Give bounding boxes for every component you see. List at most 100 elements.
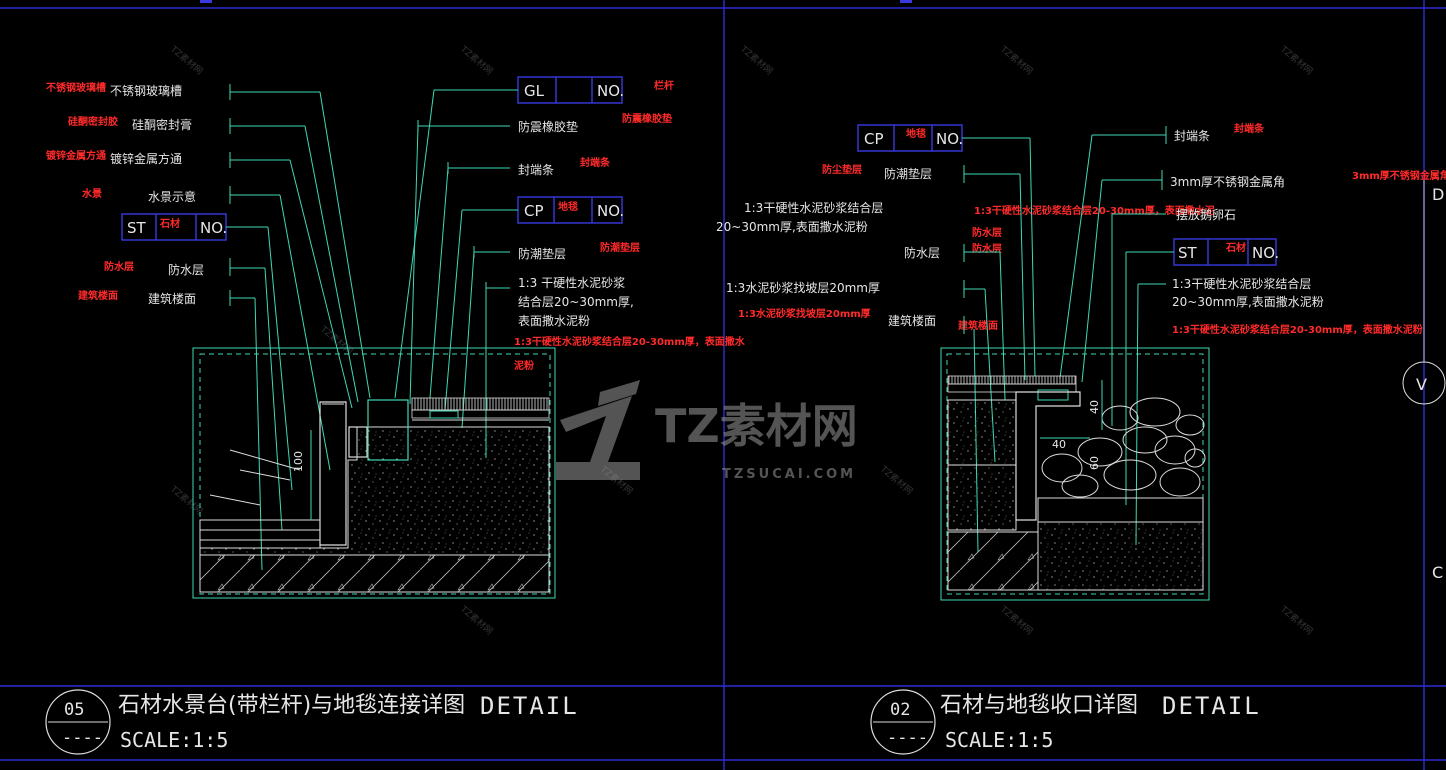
dimension-40-vertical: 40 [1088, 400, 1101, 414]
svg-text:地毯: 地毯 [906, 127, 926, 140]
detail-number: 02 [890, 700, 910, 720]
svg-text:TZ素材网: TZ素材网 [737, 42, 775, 77]
detail-title: 石材水景台(带栏杆)与地毯连接详图 [118, 693, 465, 718]
right-labels-right-detail: 封端条 封端条 3mm厚不锈钢金属角 3mm厚不锈钢金属角 摆放鹅卵石 ST 石… [1059, 122, 1446, 546]
svg-text:ST: ST [1178, 244, 1198, 262]
svg-text:石材: 石材 [1225, 241, 1246, 254]
pebbles [1041, 397, 1206, 498]
svg-text:防水层: 防水层 [168, 262, 204, 277]
svg-text:3mm厚不锈钢金属角: 3mm厚不锈钢金属角 [1352, 169, 1446, 182]
svg-text:建筑楼面: 建筑楼面 [888, 313, 936, 328]
svg-text:防震橡胶垫: 防震橡胶垫 [518, 119, 578, 134]
svg-text:CP: CP [524, 202, 544, 220]
svg-text:镀锌金属方通: 镀锌金属方通 [46, 149, 106, 162]
svg-text:防水层: 防水层 [104, 260, 134, 273]
svg-text:建筑楼面: 建筑楼面 [77, 289, 118, 302]
detail-02: CP 地毯 NO. 防尘垫层 防潮垫层 1:3干硬性水泥砂浆结合层 20~30m… [716, 122, 1446, 755]
svg-text:防水层: 防水层 [972, 226, 1002, 239]
dimension-100: 100 [292, 451, 305, 472]
svg-text:泥粉: 泥粉 [514, 359, 534, 372]
svg-text:1:3干硬性水泥砂浆结合层20-30mm厚，表面撒水泥粉: 1:3干硬性水泥砂浆结合层20-30mm厚，表面撒水泥粉 [1172, 323, 1423, 336]
detail-sub-number: ---- [62, 728, 103, 748]
svg-text:封端条: 封端条 [1234, 122, 1265, 135]
svg-text:防潮垫层: 防潮垫层 [518, 246, 566, 261]
svg-text:硅酮密封膏: 硅酮密封膏 [132, 117, 192, 132]
svg-text:TZ素材网: TZ素材网 [997, 42, 1035, 77]
svg-text:封端条: 封端条 [518, 163, 554, 177]
tag-gl: GL NO. 栏杆 [434, 76, 674, 104]
svg-text:20~30mm厚,表面撒水泥粉: 20~30mm厚,表面撒水泥粉 [716, 219, 868, 234]
title-block-02: 02 ---- 石材与地毯收口详图 DETAIL SCALE:1:5 [870, 689, 1261, 755]
svg-text:GL: GL [524, 82, 545, 100]
svg-text:栏杆: 栏杆 [654, 79, 674, 92]
svg-text:防水层: 防水层 [904, 245, 940, 260]
right-labels-left-detail: GL NO. 栏杆 防震橡胶垫 防震橡胶垫 封端条 封端条 CP 地毯 NO. … [394, 76, 746, 458]
tag-st-left: ST 石材 NO. [121, 213, 268, 241]
svg-text:NO.: NO. [1252, 244, 1279, 262]
svg-text:NO.: NO. [200, 219, 227, 237]
svg-text:镀锌金属方通: 镀锌金属方通 [110, 151, 182, 166]
svg-text:封端条: 封端条 [580, 156, 611, 169]
svg-text:CP: CP [864, 130, 884, 148]
svg-text:建筑楼面: 建筑楼面 [957, 319, 998, 332]
svg-text:防潮垫层: 防潮垫层 [884, 166, 932, 181]
watermark-url: TZSUCAI.COM [722, 467, 856, 482]
svg-text:1:3干硬性水泥砂浆结合层: 1:3干硬性水泥砂浆结合层 [744, 200, 883, 215]
grid-circle-label: V [1416, 375, 1427, 394]
svg-text:不锈钢玻璃槽: 不锈钢玻璃槽 [46, 81, 106, 94]
svg-text:TZ素材网: TZ素材网 [457, 602, 495, 637]
svg-text:防尘垫层: 防尘垫层 [822, 163, 862, 176]
svg-text:ST: ST [127, 219, 147, 237]
svg-text:1:3水泥砂浆找坡层20mm厚: 1:3水泥砂浆找坡层20mm厚 [726, 280, 880, 295]
svg-text:防水层: 防水层 [972, 242, 1002, 255]
svg-text:TZ素材网: TZ素材网 [1277, 42, 1315, 77]
center-watermark: TZ素材网 TZSUCAI.COM [556, 380, 858, 482]
detail-number: 05 [64, 700, 84, 720]
watermark-logo-text: TZ素材网 [655, 399, 858, 453]
svg-text:硅酮密封胶: 硅酮密封胶 [68, 115, 118, 128]
svg-text:表面撒水泥粉: 表面撒水泥粉 [518, 313, 590, 328]
detail-title: 石材与地毯收口详图 [940, 693, 1138, 718]
svg-text:TZ素材网: TZ素材网 [167, 42, 205, 77]
svg-text:1:3干硬性水泥砂浆结合层20-30mm厚，表面撒水: 1:3干硬性水泥砂浆结合层20-30mm厚，表面撒水 [514, 335, 746, 348]
detail-word: DETAIL [480, 692, 579, 720]
svg-text:1:3 干硬性水泥砂浆: 1:3 干硬性水泥砂浆 [518, 275, 625, 290]
svg-text:不锈钢玻璃槽: 不锈钢玻璃槽 [110, 84, 182, 98]
svg-text:TZ素材网: TZ素材网 [877, 462, 915, 497]
grid-letter-d: D [1432, 185, 1444, 204]
svg-text:封端条: 封端条 [1174, 129, 1210, 143]
grid-letter-c: C [1432, 563, 1443, 582]
watermark-logo-icon [556, 380, 640, 480]
svg-text:TZ素材网: TZ素材网 [1277, 602, 1315, 637]
svg-text:防震橡胶垫: 防震橡胶垫 [622, 112, 672, 125]
detail-word: DETAIL [1162, 692, 1261, 720]
svg-text:TZ素材网: TZ素材网 [457, 42, 495, 77]
svg-text:1:3干硬性水泥砂浆结合层: 1:3干硬性水泥砂浆结合层 [1172, 276, 1311, 291]
svg-text:结合层20~30mm厚,: 结合层20~30mm厚, [518, 294, 634, 309]
svg-text:地毯: 地毯 [558, 200, 578, 213]
svg-text:1:3水泥砂浆找坡层20mm厚: 1:3水泥砂浆找坡层20mm厚 [738, 307, 871, 320]
left-labels: 不锈钢玻璃槽 不锈钢玻璃槽 硅酮密封胶 硅酮密封膏 镀锌金属方通 镀锌金属方通 … [46, 81, 320, 306]
section-05: 100 [192, 347, 556, 599]
title-block-05: 05 ---- 石材水景台(带栏杆)与地毯连接详图 DETAIL SCALE:1… [45, 689, 579, 755]
section-02: 40 40 60 [940, 347, 1210, 601]
svg-text:石材: 石材 [159, 217, 180, 230]
svg-text:3mm厚不锈钢金属角: 3mm厚不锈钢金属角 [1170, 174, 1285, 189]
tag-cp-left: CP 地毯 NO. [462, 196, 624, 224]
svg-text:TZ素材网: TZ素材网 [317, 322, 355, 357]
svg-text:NO.: NO. [597, 202, 624, 220]
detail-05: 不锈钢玻璃槽 不锈钢玻璃槽 硅酮密封胶 硅酮密封膏 镀锌金属方通 镀锌金属方通 … [45, 76, 746, 755]
dimension-60: 60 [1088, 456, 1101, 470]
detail-scale: SCALE:1:5 [120, 728, 228, 752]
grid-markers: D C V [1402, 180, 1446, 582]
svg-text:20~30mm厚,表面撒水泥粉: 20~30mm厚,表面撒水泥粉 [1172, 294, 1324, 309]
svg-text:水景示意: 水景示意 [148, 189, 196, 204]
svg-text:水景: 水景 [81, 187, 102, 200]
svg-text:建筑楼面: 建筑楼面 [148, 291, 196, 306]
dimension-40-horizontal: 40 [1052, 438, 1066, 451]
svg-text:NO.: NO. [597, 82, 624, 100]
detail-scale: SCALE:1:5 [945, 728, 1053, 752]
svg-text:摆放鹅卵石: 摆放鹅卵石 [1176, 207, 1236, 222]
